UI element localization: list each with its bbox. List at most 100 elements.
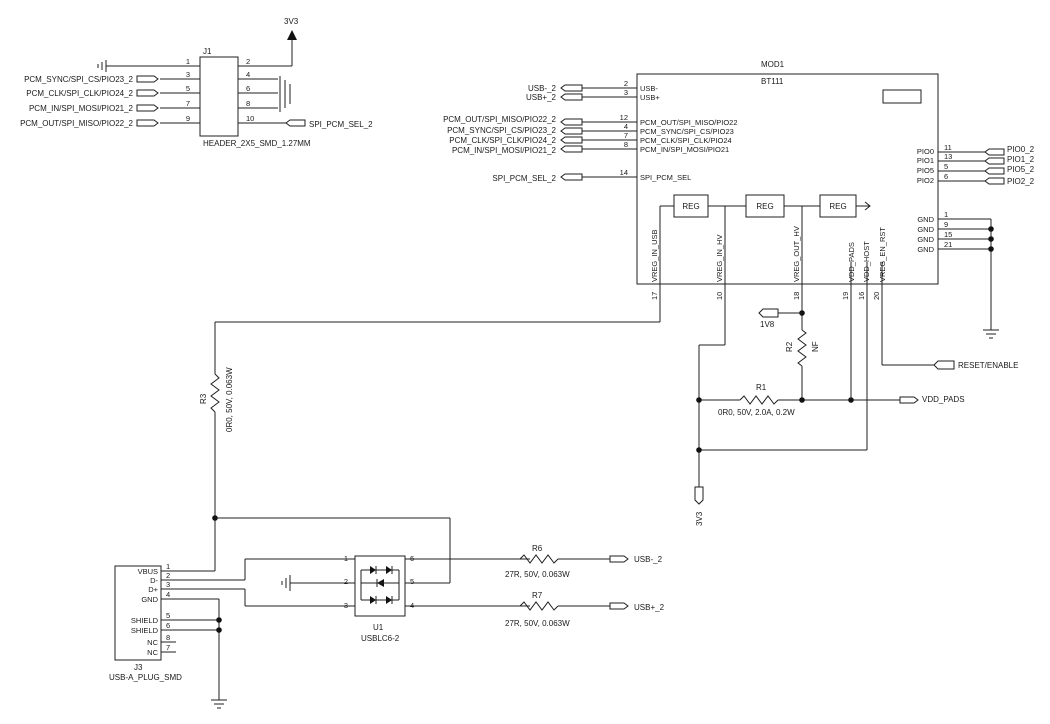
mod1-part: BT111 [761,77,784,86]
mod1-pin-num: 8 [624,140,628,149]
j1-ref: J1 [203,47,212,56]
reg-label: REG [829,202,846,211]
mod1-pin-name: PCM_OUT/SPI_MISO/PIO22 [640,118,738,127]
mod1-pin-num: 11 [944,143,952,152]
j3-pin-num: 5 [166,611,170,620]
j3-body [114,565,162,661]
resistor-r3-group: R3 0R0, 50V, 0.063W [199,367,451,584]
mod1-net-spi-pcm-sel: SPI_PCM_SEL_2 [492,174,556,183]
mod1-net-pio5: PIO5_2 [1007,165,1035,174]
j3-pin-num: 2 [166,571,170,580]
mod1-net-pio0: PIO0_2 [1007,145,1035,154]
mod1-pin-name: VREG_OUT_HV [792,226,801,282]
j1-pin-4: 4 [246,70,250,79]
mod1-pin-name: PIO2 [917,176,934,185]
mod1-pin-num: 6 [944,172,948,181]
mod1-pin-num: 16 [857,292,866,300]
mod1-pin-name: VREG_IN_HV [715,234,724,282]
j3-pin-name: GND [141,595,158,604]
mod1-pin-name: VDD_PADS [847,242,856,282]
diode-icon [386,596,392,604]
j1-part: HEADER_2X5_SMD_1.27MM [203,139,311,148]
j1-pin-1: 1 [186,57,190,66]
mod1-net-pcm-sync: PCM_SYNC/SPI_CS/PIO23_2 [447,126,556,135]
j1-pin-8: 8 [246,99,250,108]
j1-pin-3: 3 [186,70,190,79]
mod1-gnd-pins: 1 9 15 21 GND GND GND GND [917,210,999,339]
diode-icon [386,566,392,574]
net-flag [285,119,306,127]
u1-body [354,555,406,617]
mod1-left-pins: 2 3 12 4 7 8 14 USB- USB+ PCM_OUT/SPI_MI… [443,79,737,183]
j3-pin-name: NC [147,638,158,647]
mod1-pin-num: 12 [620,113,628,122]
j3-pin-name: D- [150,576,158,585]
diode-icon [370,596,376,604]
mod1-pin-name: VREG_IN_USB [650,229,659,282]
j1-net-pcm-clk: PCM_CLK/SPI_CLK/PIO24_2 [26,89,133,98]
mod1-pin-num: 10 [715,292,724,300]
resistor-r2 [797,329,807,367]
mod1-pin-num: 13 [944,152,952,161]
mod1-pin-num: 20 [872,292,881,300]
mod1-pin-num: 5 [944,162,948,171]
net-flag [609,602,629,610]
mod1-pin-name: USB- [640,84,658,93]
header-j1: J1 HEADER_2X5_SMD_1.27MM 1 3 5 7 9 PCM_S… [20,17,373,148]
j3-part: USB-A_PLUG_SMD [109,673,182,682]
net-flag [560,84,583,92]
net-flag [136,119,159,127]
mod1-pin-num: 21 [944,240,952,249]
diode-icon [370,566,376,574]
net-flag [609,555,629,563]
mod1-pin-name: PIO1 [917,156,934,165]
mod1-pin-num: 7 [624,131,628,140]
mod1-pin-num: 1 [944,210,948,219]
u1-pin-2: 2 [344,577,348,586]
j1-pin-6: 6 [246,84,250,93]
net-flag [933,360,955,370]
mod1-pin-num: 19 [841,292,850,300]
mod1-pin-name: VREG_EN_RST [878,227,887,282]
j1-power-3v3: 3V3 [284,17,299,26]
j3-pin-name: SHIELD [131,616,159,625]
net-flag [560,118,583,126]
resistor-r7-group: R7 27R, 50V, 0.063W USB+_2 [505,591,665,628]
mod1-pin-name: PCM_IN/SPI_MOSI/PIO21 [640,145,729,154]
mod1-pin-name: USB+ [640,93,660,102]
net-flag [694,486,704,505]
mod1-net-pcm-in: PCM_IN/SPI_MOSI/PIO21_2 [452,146,557,155]
esd-u1: U1 USBLC6-2 1 2 3 4 5 6 [245,554,530,643]
r3-value: 0R0, 50V, 0.063W [225,367,234,432]
net-usbm: USB-_2 [634,555,663,564]
resistor-r1 [739,395,779,405]
net-flag [560,93,583,101]
net-1v8: 1V8 [760,320,775,329]
mod1-pin-name: SPI_PCM_SEL [640,173,691,182]
r6-value: 27R, 50V, 0.063W [505,570,570,579]
mod1-antenna-pad [882,89,922,104]
net-flag [136,89,159,97]
u1-ref: U1 [373,623,384,632]
j3-pin-name: VBUS [138,567,158,576]
resistor-r6 [519,554,559,564]
j1-net-pcm-sync: PCM_SYNC/SPI_CS/PIO23_2 [24,75,133,84]
net-flag [984,167,1005,175]
j1-pin-5: 5 [186,84,190,93]
reg-label: REG [682,202,699,211]
r7-value: 27R, 50V, 0.063W [505,619,570,628]
mod1-pin-name: PIO0 [917,147,934,156]
j3-pin-num: 3 [166,580,170,589]
mod1-pin-num: 3 [624,88,628,97]
net-flag [984,148,1005,156]
mod1-net-pcm-clk: PCM_CLK/SPI_CLK/PIO24_2 [449,136,556,145]
r2-value: NF [811,341,820,352]
r1-value: 0R0, 50V, 2.0A, 0.2W [718,408,795,417]
net-reset-enable: RESET/ENABLE [958,361,1018,370]
net-flag [136,104,159,112]
j3-pin-num: 7 [166,643,170,652]
resistor-r7 [519,601,559,611]
mod1-pin-num: 15 [944,230,952,239]
j1-net-pcm-in: PCM_IN/SPI_MOSI/PIO21_2 [29,104,134,113]
